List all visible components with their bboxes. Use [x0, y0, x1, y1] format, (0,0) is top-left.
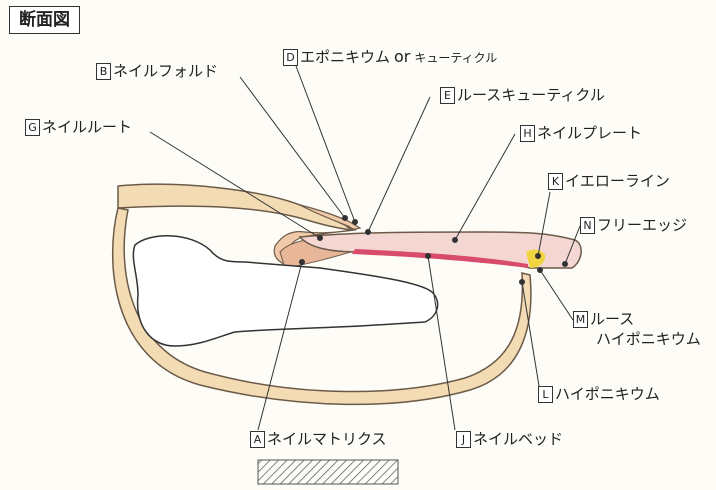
- label-e-text: ルースキューティクル: [457, 86, 605, 104]
- leader-j: [428, 256, 455, 430]
- key-b: B: [96, 63, 111, 80]
- label-n-text: フリーエッジ: [597, 216, 687, 234]
- label-d-alt: キューティクル: [414, 51, 497, 65]
- key-h: H: [520, 125, 535, 142]
- label-m-line2: ハイポニキウム: [596, 330, 701, 348]
- key-k: K: [548, 173, 563, 190]
- key-a: A: [250, 431, 265, 448]
- label-j-text: ネイルベッド: [473, 430, 563, 448]
- key-m: M: [573, 311, 588, 328]
- leader-m: [540, 270, 573, 320]
- key-l: L: [538, 386, 553, 403]
- label-a-text: ネイルマトリクス: [267, 430, 387, 448]
- label-d-text: エポニキウム: [300, 48, 390, 66]
- leader-d: [296, 66, 355, 222]
- upper-finger-skin: [118, 184, 352, 230]
- leader-e: [368, 97, 430, 232]
- label-l-text: ハイポニキウム: [555, 385, 660, 403]
- leader-h: [455, 134, 515, 240]
- label-m-text: ルース: [590, 310, 634, 328]
- matrix-hatch-legend: [258, 460, 398, 484]
- page-title: 断面図: [9, 6, 80, 34]
- key-n: N: [580, 217, 595, 234]
- key-d: D: [283, 49, 298, 66]
- label-g-text: ネイルルート: [42, 118, 132, 136]
- label-h-text: ネイルプレート: [537, 124, 642, 142]
- key-g: G: [25, 119, 40, 136]
- key-e: E: [440, 87, 455, 104]
- label-k-text: イエローライン: [565, 172, 670, 190]
- label-d-or: or: [394, 47, 410, 66]
- label-b-text: ネイルフォルド: [113, 62, 218, 80]
- key-j: J: [456, 431, 471, 448]
